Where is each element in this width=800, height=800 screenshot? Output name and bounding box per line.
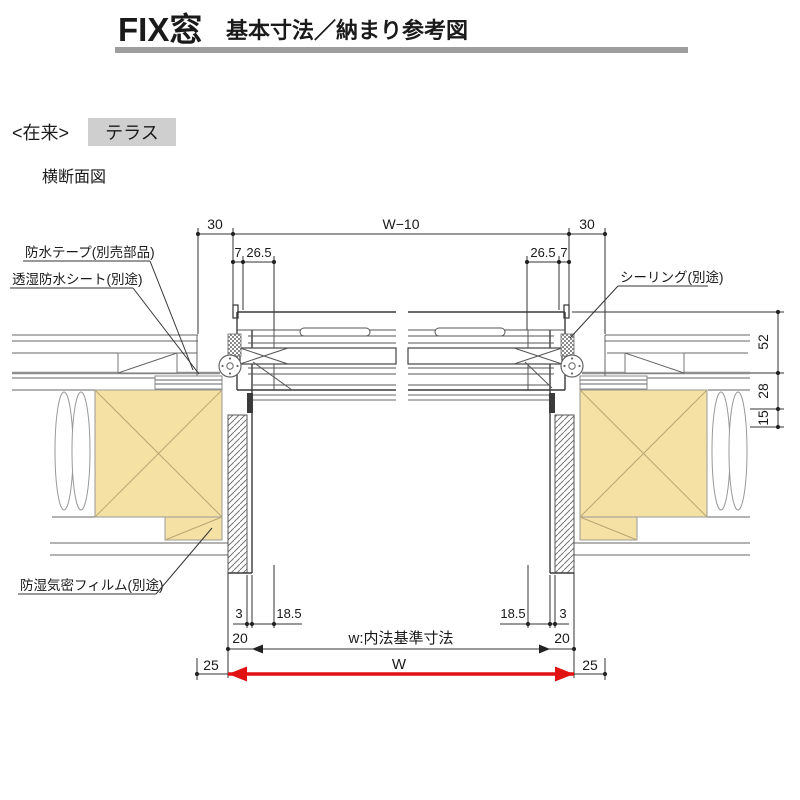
page-header: FIX窓 基本寸法／納まり参考図 [115, 11, 688, 53]
dim-bottom-left-25: 25 [203, 657, 219, 673]
callout-waterproof-tape: 防水テープ(別売部品) [25, 245, 155, 260]
dim-inner-width-label: w:内法基準寸法 [347, 630, 453, 647]
interior-casing-left [227, 414, 248, 574]
dim-top-right-7: 7 [560, 245, 567, 260]
wall-section-left [12, 334, 228, 556]
screw-right [560, 354, 584, 378]
view-title: 横断面図 [42, 168, 106, 186]
dim-overall-width-w: W [392, 656, 407, 673]
waterproof-tape-strip-left [154, 375, 223, 390]
screw-left [218, 354, 242, 378]
insulation-batt-left [71, 391, 91, 511]
overall-width-arrowhead-right [555, 666, 574, 682]
dim-bottom-right-3: 3 [559, 606, 566, 621]
dim-bottom-left-20: 20 [232, 630, 248, 646]
construction-type-label: <在来> [12, 123, 69, 143]
insulation-batt-left [54, 391, 74, 511]
dimension-top: 30 W−10 30 7 26.5 26.5 7 [195, 216, 608, 334]
dim-bottom-right-185: 18.5 [500, 606, 525, 621]
frame-profile-right [549, 393, 555, 413]
dim-bottom-right-20: 20 [554, 630, 570, 646]
wall-section-right [574, 334, 750, 556]
setting-block-left [299, 327, 371, 337]
callout-moisture-film: 防湿気密フィルム(別途) [20, 577, 163, 593]
insulation-batt-right [711, 391, 731, 511]
dim-top-right-30: 30 [579, 216, 595, 232]
dim-bottom-right-25: 25 [582, 657, 598, 673]
sealing-gasket-right [560, 333, 575, 357]
callout-annotations: 防水テープ(別売部品) 透湿防水シート(別途) シーリング(別途) 防湿気密フィ… [10, 245, 724, 595]
dim-top-left-7: 7 [234, 245, 241, 260]
dim-bottom-left-185: 18.5 [276, 606, 301, 621]
dim-top-right-265: 26.5 [530, 245, 555, 260]
dim-side-52: 52 [755, 334, 771, 350]
dim-side-15: 15 [755, 410, 771, 426]
page-title: FIX窓 [118, 11, 202, 48]
sealing-gasket-left [227, 333, 242, 357]
dim-top-left-30: 30 [207, 216, 223, 232]
interior-casing-right [554, 414, 575, 574]
dim-side-28: 28 [755, 383, 771, 399]
waterproof-tape-strip-right [579, 375, 648, 390]
arrowhead-w-left [252, 644, 263, 654]
window-type-label: テラス [105, 123, 159, 143]
window-frame [218, 304, 584, 574]
window-type-badge [88, 118, 176, 146]
title-underline-bar [115, 47, 688, 53]
arrowhead-w-right [539, 644, 550, 654]
overall-width-arrowhead-left [228, 666, 247, 682]
dim-bottom-left-3: 3 [235, 606, 242, 621]
tag-row: <在来> テラス 横断面図 [12, 118, 176, 186]
dimension-bottom: 3 18.5 18.5 3 20 20 w:内法基準寸法 25 25 W [194, 565, 608, 682]
callout-sealing: シーリング(別途) [620, 269, 724, 285]
dim-top-w10: W−10 [383, 216, 420, 232]
insulation-batt-right [728, 391, 748, 511]
dimension-right-side: 52 28 15 [572, 309, 784, 430]
dim-top-left-265: 26.5 [246, 245, 271, 260]
page-subtitle: 基本寸法／納まり参考図 [226, 18, 468, 43]
setting-block-right [434, 327, 506, 337]
callout-breathable-sheet: 透湿防水シート(別途) [12, 271, 143, 287]
frame-profile-left [247, 393, 253, 413]
